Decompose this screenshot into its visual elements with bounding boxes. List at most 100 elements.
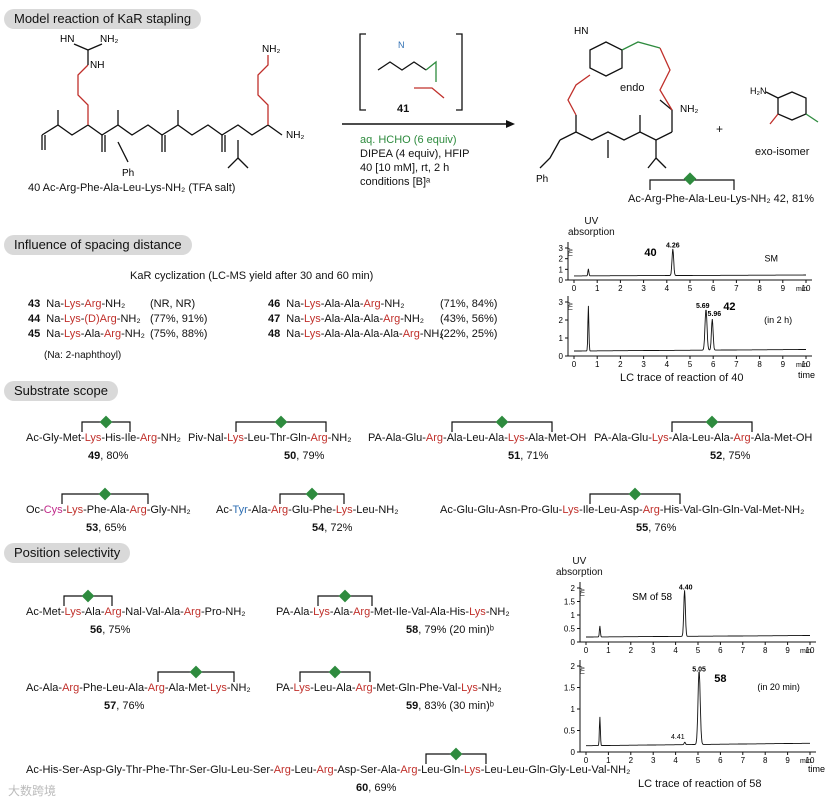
- peptide-sequence-p55: Ac-Glu-Glu-Asn-Pro-Glu-Lys-Ile-Leu-Asp-A…: [440, 504, 805, 516]
- au-label: AU: [566, 302, 572, 310]
- peptide-caption-p56: 56, 75%: [90, 624, 131, 636]
- exo-isomer-structure: H₂N: [750, 86, 819, 125]
- x-tick-label: 4: [673, 646, 678, 655]
- peptide-sequence-p53: Oc-Cys-Lys-Phe-Ala-Arg-Gly-NH₂: [26, 504, 191, 516]
- spacing-title: KaR cyclization (LC-MS yield after 30 an…: [130, 270, 374, 282]
- section-position-title: Position selectivity: [4, 543, 131, 563]
- y-tick-label: 0: [559, 276, 564, 285]
- x-tick-label: 8: [763, 756, 768, 765]
- x-tick-label: 0: [572, 284, 577, 293]
- compound-number: 48: [268, 328, 281, 340]
- peptide-sequence-p57: Ac-Ala-Arg-Phe-Leu-Ala-Arg-Ala-Met-Lys-N…: [26, 682, 251, 694]
- condition-set-b: conditions [B]ᵃ: [360, 176, 431, 188]
- spacing-note: (Na: 2-naphthoyl): [44, 350, 122, 361]
- x-tick-label: 2: [618, 284, 623, 293]
- atom-hn-label: HN: [60, 34, 74, 45]
- x-tick-label: 5: [688, 360, 693, 369]
- sm-40-caption: 40 Ac-Arg-Phe-Ala-Leu-Lys-NH₂ (TFA salt): [28, 182, 236, 194]
- staple-diamond-icon: [495, 415, 509, 429]
- y-tick-label: 2: [559, 255, 564, 264]
- y-tick-label: 1: [571, 705, 576, 714]
- peptide-sequence-p56: Ac-Met-Lys-Ala-Arg-Nal-Val-Ala-Arg-Pro-N…: [26, 606, 246, 618]
- section-spacing-title: Influence of spacing distance: [4, 235, 192, 255]
- staple-p53: [61, 487, 149, 504]
- staple-bracket: [81, 421, 131, 432]
- min-label: min: [800, 758, 811, 765]
- lc2-uv-line1: UV: [572, 556, 587, 567]
- atom-nh2-end-label: NH₂: [286, 130, 304, 141]
- lc-trace-line: [586, 590, 810, 638]
- peptide-caption-p54: 54, 72%: [312, 522, 353, 534]
- x-tick-label: 7: [734, 360, 739, 369]
- y-tick-label: 1: [559, 265, 564, 274]
- x-tick-label: 4: [665, 284, 670, 293]
- atom-nh-label: NH: [90, 60, 104, 71]
- condition-hcho: aq. HCHO (6 equiv): [360, 134, 457, 146]
- y-tick-label: 0.5: [564, 625, 576, 634]
- staple-diamond-icon: [705, 415, 719, 429]
- peptide-caption-p60: 60, 69%: [356, 782, 397, 794]
- peptide-sequence-p52: PA-Ala-Glu-Lys-Ala-Leu-Ala-Arg-Ala-Met-O…: [594, 432, 813, 444]
- x-tick-label: 3: [641, 284, 646, 293]
- lc1-uv-label: UV absorption: [568, 216, 615, 238]
- x-tick-label: 0: [572, 360, 577, 369]
- peptide-sequence-p60: Ac-His-Ser-Asp-Gly-Thr-Phe-Thr-Ser-Glu-L…: [26, 764, 631, 776]
- y-tick-label: 2: [559, 316, 564, 325]
- x-tick-label: 5: [696, 756, 701, 765]
- compound-number: 44: [28, 313, 41, 325]
- staple-p55: [589, 487, 681, 504]
- yield: (75%, 88%): [150, 328, 208, 340]
- staple-diamond-icon: [628, 487, 642, 501]
- staple-diamond-icon: [81, 589, 95, 603]
- lc2-uv-label: UV absorption: [556, 556, 603, 578]
- lc1-peak-label-b: 5.96: [708, 311, 722, 318]
- staple-bracket: [299, 671, 371, 682]
- sequence: Na-Lys-Ala-Arg-NH₂: [46, 328, 145, 340]
- lc2-peak-label-small: 4.41: [671, 734, 685, 741]
- lc1-peak-label-a: 5.69: [696, 303, 710, 310]
- compound-number: 46: [268, 298, 281, 310]
- y-tick-label: 2: [571, 662, 576, 671]
- x-tick-label: 0: [584, 756, 589, 765]
- atom-h2n-exo: H₂N: [750, 86, 767, 96]
- y-tick-label: 0: [571, 748, 576, 757]
- plus-sign: +: [716, 122, 724, 136]
- staple-p58: [317, 589, 373, 606]
- x-tick-label: 3: [651, 756, 656, 765]
- peptide-caption-p50: 50, 79%: [284, 450, 325, 462]
- sequence: Na-Lys-Ala-Ala-Ala-Arg-NH₂: [286, 313, 425, 325]
- au-label: AU: [566, 248, 572, 256]
- min-label: min: [796, 362, 807, 369]
- y-tick-label: 1.5: [564, 684, 576, 693]
- yield: (71%, 84%): [440, 298, 498, 310]
- x-tick-label: 7: [741, 646, 746, 655]
- product-42-structure: HN NH₂ Ph: [536, 26, 698, 185]
- peptide-caption-p58: 58, 79% (20 min)ᵇ: [406, 624, 494, 636]
- lc-trace-line: [574, 305, 806, 352]
- atom-ph-endo: Ph: [536, 174, 548, 185]
- x-tick-label: 5: [696, 646, 701, 655]
- product-42-caption: Ac-Arg-Phe-Ala-Leu-Lys-NH₂ 42, 81%: [628, 193, 815, 205]
- x-tick-label: 8: [757, 360, 762, 369]
- x-tick-label: 2: [629, 756, 634, 765]
- staple-p60: [425, 747, 487, 764]
- yield: (43%, 56%): [440, 313, 498, 325]
- x-tick-label: 5: [688, 284, 693, 293]
- peptide-caption-p55: 55, 76%: [636, 522, 677, 534]
- au-label: AU: [578, 666, 584, 674]
- reagent-41-number: 41: [397, 103, 410, 115]
- peptide-caption-p57: 57, 76%: [104, 700, 145, 712]
- x-tick-label: 8: [763, 646, 768, 655]
- atom-nh2-lys-label: NH₂: [262, 44, 280, 55]
- min-label: min: [800, 648, 811, 655]
- x-tick-label: 10: [806, 756, 815, 765]
- lc1-caption: LC trace of reaction of 40: [620, 372, 744, 384]
- peptide-sequence-p58: PA-Ala-Lys-Ala-Arg-Met-Ile-Val-Ala-His-L…: [276, 606, 510, 618]
